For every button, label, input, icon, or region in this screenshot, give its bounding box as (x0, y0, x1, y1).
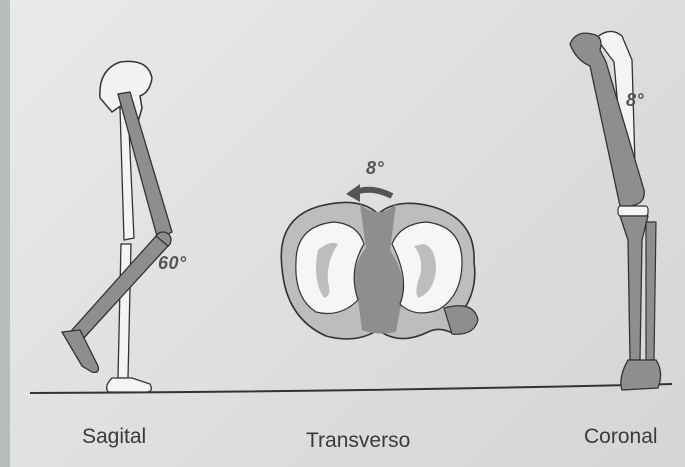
coronal-label: Coronal (584, 425, 658, 449)
sagital-flexed-foot (62, 330, 98, 372)
coronal-tibia (620, 216, 648, 360)
rotation-arrow-shaft (356, 190, 392, 196)
coronal-angle-label: 8° (626, 90, 644, 111)
transverse-angle-label: 8° (366, 158, 384, 179)
rotation-arrow-head (346, 184, 360, 202)
sagital-skeleton (62, 61, 172, 392)
sagital-standing-tibia (118, 244, 131, 378)
transverse-tibial-plateau (281, 184, 478, 339)
coronal-knee-joint (618, 206, 648, 216)
sagital-label: Sagital (82, 425, 146, 449)
sagital-standing-foot (107, 378, 152, 392)
sagital-angle-label: 60° (158, 253, 187, 274)
page-edge-shadow (0, 0, 10, 467)
lateral-compartment (296, 222, 364, 314)
coronal-foot (621, 360, 661, 390)
coronal-skeleton (570, 31, 661, 390)
coronal-fibula (646, 222, 656, 360)
transverse-label: Transverso (306, 429, 410, 453)
